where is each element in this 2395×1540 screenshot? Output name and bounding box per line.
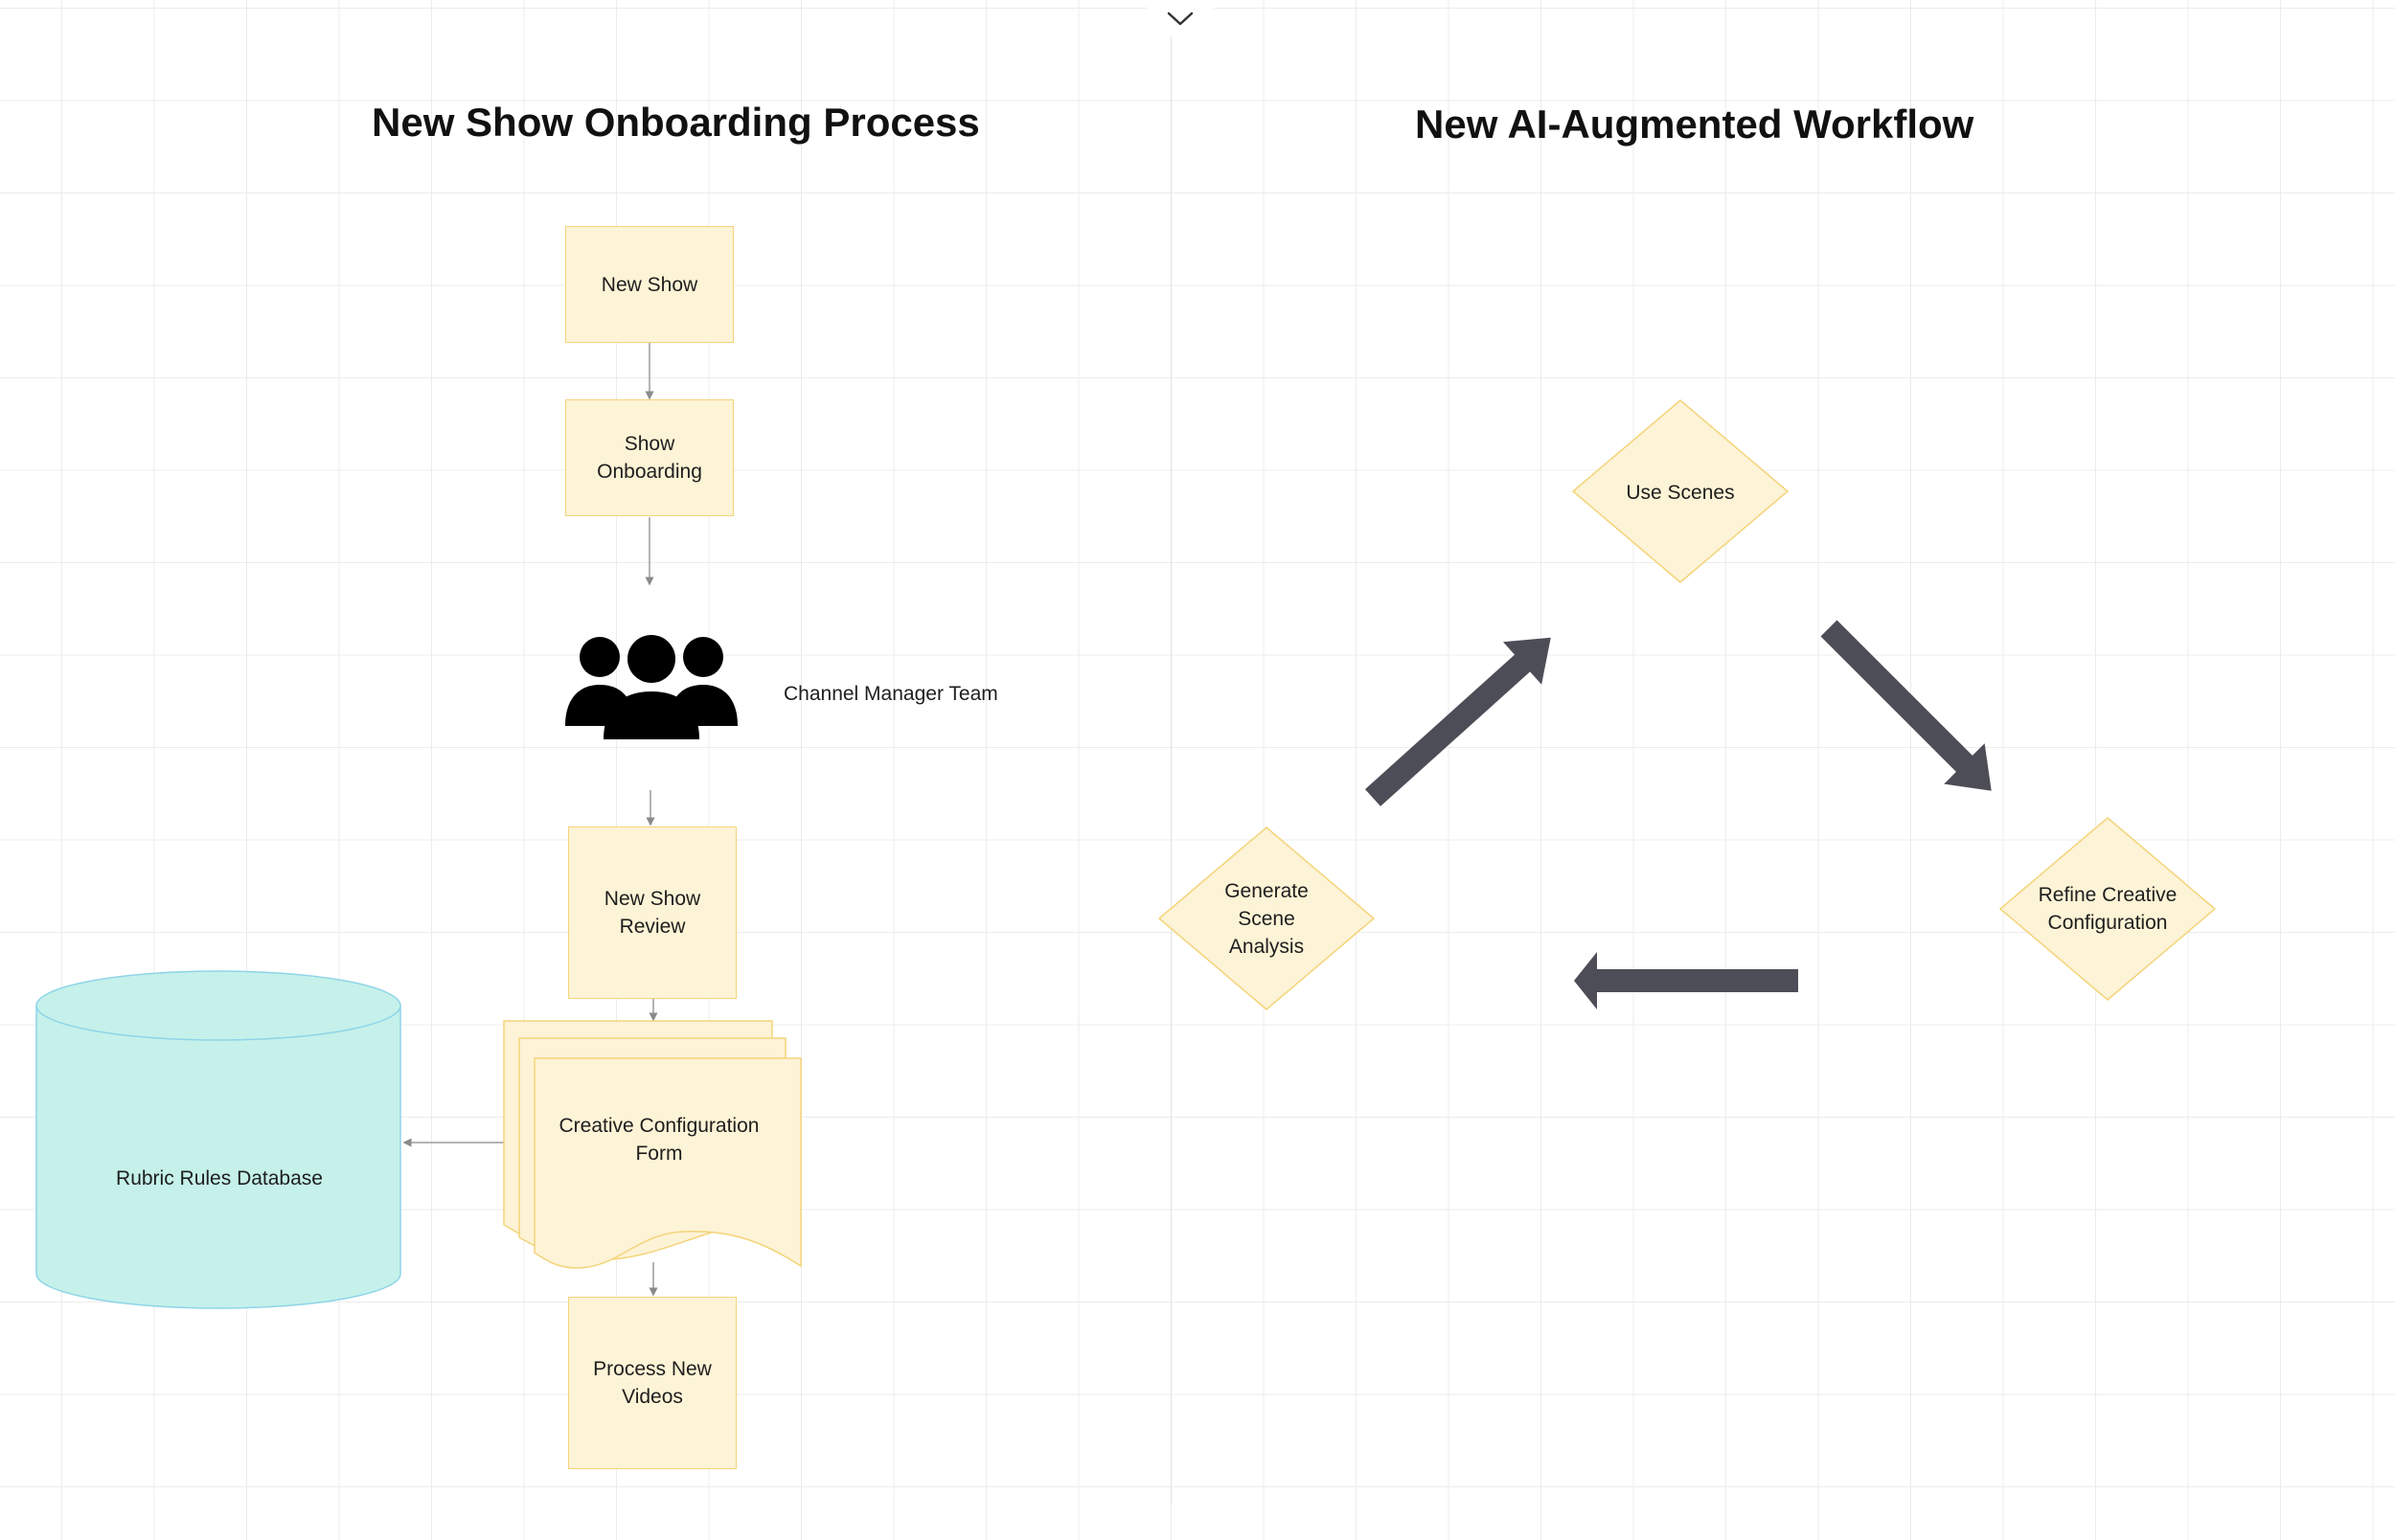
node-new-show-review[interactable]: New Show Review: [568, 827, 737, 999]
node-new-show-review-label: New Show Review: [604, 888, 701, 938]
channel-manager-team-label: Channel Manager Team: [784, 683, 998, 705]
chevron-down-icon: [1167, 11, 1194, 26]
rubric-rules-database-label: Rubric Rules Database: [116, 1166, 323, 1189]
node-use-scenes[interactable]: [1571, 398, 1790, 584]
node-process-new-videos-label: Process New Videos: [593, 1358, 712, 1408]
group-of-people-icon[interactable]: [563, 632, 740, 741]
frame-divider: [1171, 38, 1172, 1504]
node-use-scenes-label: Use Scenes: [1626, 481, 1735, 504]
node-generate-label: Generate Scene Analysis: [1224, 879, 1309, 958]
node-new-show-label: New Show: [601, 273, 698, 296]
creative-configuration-form-shape[interactable]: [502, 1019, 805, 1278]
node-new-show[interactable]: New Show: [565, 226, 734, 343]
right-frame-title: New AI-Augmented Workflow: [1415, 102, 1974, 147]
node-refine-creative-configuration[interactable]: [1998, 816, 2217, 1002]
node-refine-label: Refine Creative Configuration: [2038, 884, 2178, 934]
node-process-new-videos[interactable]: Process New Videos: [568, 1297, 737, 1469]
block-arrow-icon-left: [1574, 952, 1798, 1009]
block-arrow-icon-down-right: [1820, 620, 1992, 791]
collapse-toggle-button[interactable]: [1147, 0, 1214, 36]
rubric-rules-database-shape[interactable]: [34, 969, 404, 1320]
block-arrow-icon-up-right: [1364, 637, 1551, 806]
creative-configuration-form-label: Creative Configuration Form: [559, 1115, 760, 1165]
node-show-onboarding-label: Show Onboarding: [597, 433, 702, 483]
left-frame-title: New Show Onboarding Process: [372, 100, 980, 145]
node-show-onboarding[interactable]: Show Onboarding: [565, 399, 734, 516]
node-generate-scene-analysis[interactable]: [1157, 826, 1376, 1011]
